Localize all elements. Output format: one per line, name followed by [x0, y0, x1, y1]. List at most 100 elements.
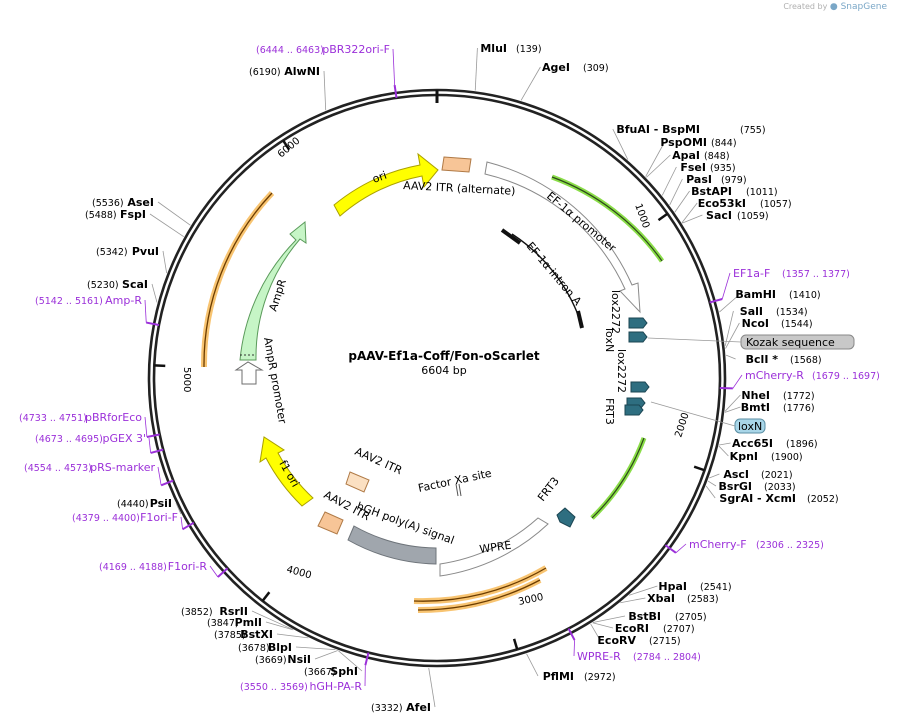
primer-site[interactable]: F1ori-F(4379 .. 4400) — [72, 511, 178, 524]
enzyme-position: (1900) — [771, 452, 803, 463]
primer-mark — [146, 321, 160, 326]
enzyme-leader — [724, 310, 734, 346]
primer-site[interactable]: pBR322ori-F(6444 .. 6463) — [256, 43, 390, 56]
lox2272-site-1[interactable] — [628, 317, 648, 329]
restriction-site[interactable]: BlpI(3678) — [238, 641, 292, 654]
snapgene-logo: ● SnapGene — [829, 2, 887, 12]
restriction-site[interactable]: XbaI(2583) — [647, 592, 718, 605]
enzyme-leader — [725, 354, 736, 360]
f1-ori-feature[interactable] — [259, 436, 314, 507]
intron-end-mark — [576, 310, 584, 329]
restriction-site[interactable]: PmlI(3847) — [207, 616, 262, 629]
restriction-site[interactable]: HpaI(2541) — [658, 580, 731, 593]
enzyme-name: BfuAI - BspMI — [616, 123, 700, 136]
restriction-site[interactable]: AscI(2021) — [723, 468, 792, 481]
restriction-site[interactable]: PsiI(4440) — [117, 497, 172, 510]
restriction-site[interactable]: KpnI(1900) — [730, 450, 803, 463]
enzyme-position: (6190) — [249, 67, 281, 78]
restriction-site[interactable]: MluI(139) — [480, 42, 541, 55]
enzyme-name: RsrII — [219, 605, 248, 618]
restriction-site[interactable]: BstAPI(1011) — [691, 185, 777, 198]
wpre-feature[interactable] — [439, 517, 549, 577]
restriction-site[interactable]: EcoRI(2707) — [615, 622, 695, 635]
restriction-site[interactable]: BfuAI - BspMI (755) — [616, 123, 765, 136]
primer-site[interactable]: EF1a-F(1357 .. 1377) — [733, 267, 850, 280]
restriction-site[interactable]: RsrII(3852) — [181, 605, 248, 618]
enzyme-position: (3785) — [214, 630, 246, 641]
enzyme-position: (2707) — [663, 624, 695, 635]
lox2272-site-2[interactable] — [630, 381, 650, 393]
restriction-site[interactable]: AseI(5536) — [92, 196, 154, 209]
primer-site[interactable]: F1ori-R(4169 .. 4188) — [99, 560, 207, 573]
enzyme-leader — [590, 623, 601, 641]
restriction-site[interactable]: SalI(1534) — [740, 305, 808, 318]
restriction-site[interactable]: PflMI(2972) — [543, 670, 616, 683]
restriction-site[interactable]: AgeI(309) — [542, 61, 609, 74]
enzyme-position: (5230) — [87, 280, 119, 291]
primer-site[interactable]: mCherry-R(1679 .. 1697) — [745, 369, 880, 382]
restriction-site[interactable]: EcoRV(2715) — [597, 634, 680, 647]
primer-site[interactable]: WPRE-R(2784 .. 2804) — [577, 650, 701, 663]
loxn-leader — [650, 401, 736, 427]
restriction-site[interactable]: SgrAI - XcmI(2052) — [719, 492, 838, 505]
frt3-site-2[interactable] — [556, 507, 576, 528]
restriction-site[interactable]: SacI(1059) — [706, 209, 769, 222]
green-orf-bottom[interactable] — [590, 437, 647, 520]
restriction-site[interactable]: FspI(5488) — [85, 208, 146, 221]
orange-orf-bottom-outer-line — [413, 567, 547, 602]
restriction-site[interactable]: Eco53kI(1057) — [698, 197, 792, 210]
enzyme-position: (139) — [516, 44, 542, 55]
primer-name: F1ori-F — [140, 511, 178, 524]
enzyme-leader — [719, 442, 731, 446]
restriction-site[interactable]: BsrGI(2033) — [719, 480, 796, 493]
enzyme-name: BstXI — [240, 628, 273, 641]
primer-site[interactable]: pRS-marker(4554 .. 4573) — [24, 461, 155, 474]
enzyme-position: (755) — [740, 125, 766, 136]
enzyme-leader — [276, 633, 309, 639]
loxn-site[interactable] — [628, 331, 648, 343]
restriction-site[interactable]: NsiI(3669) — [255, 653, 311, 666]
primer-site[interactable]: mCherry-F(2306 .. 2325) — [689, 538, 824, 551]
restriction-site[interactable]: Acc65I(1896) — [732, 437, 818, 450]
ruler-tick-6000 — [282, 139, 291, 151]
enzyme-name: XbaI — [647, 592, 675, 605]
ef1a-promoter-feature[interactable] — [484, 161, 641, 314]
enzyme-name: PspOMI — [660, 136, 707, 149]
frt3-site-1b[interactable] — [624, 404, 644, 416]
primer-site[interactable]: Amp-R(5142 .. 5161) — [35, 294, 142, 307]
restriction-site[interactable]: BamHI(1410) — [735, 288, 820, 301]
restriction-site[interactable]: BstXI(3785) — [214, 628, 273, 641]
aav2-itr-box-2[interactable] — [317, 511, 344, 535]
restriction-site[interactable]: SphI(3667) — [304, 665, 358, 678]
restriction-site[interactable]: BstBI(2705) — [628, 610, 706, 623]
restriction-site[interactable]: ApaI(848) — [672, 149, 729, 162]
restriction-site[interactable]: AlwNI(6190) — [249, 65, 320, 78]
enzyme-position: (1896) — [786, 439, 818, 450]
enzyme-leader — [428, 667, 436, 708]
hgh-polya-feature[interactable] — [347, 525, 437, 565]
ampr-feature[interactable] — [239, 220, 307, 361]
enzyme-leader — [669, 178, 683, 206]
ampr-promoter-feature[interactable] — [234, 361, 264, 385]
restriction-site[interactable]: AfeI(3332) — [371, 701, 431, 714]
restriction-site[interactable]: NcoI(1544) — [742, 317, 813, 330]
primer-site[interactable]: pGEX 3'(4673 .. 4695) — [35, 432, 146, 445]
aav2-itr-box-1[interactable] — [345, 471, 370, 493]
restriction-site[interactable]: ScaI(5230) — [87, 278, 148, 291]
factor-xa-mark-a — [455, 483, 459, 497]
primer-name: pRS-marker — [90, 461, 155, 474]
restriction-site[interactable]: BmtI(1776) — [741, 401, 815, 414]
restriction-site[interactable]: PspOMI(844) — [660, 136, 736, 149]
ori-feature[interactable] — [333, 152, 439, 217]
aav2-itr-alternate-feature[interactable] — [441, 156, 472, 173]
restriction-site[interactable]: FseI(935) — [680, 161, 735, 174]
enzyme-name: AseI — [127, 196, 154, 209]
primer-range: (1679 .. 1697) — [812, 371, 880, 382]
restriction-site[interactable]: PvuI(5342) — [96, 245, 159, 258]
restriction-site[interactable]: NheI(1772) — [741, 389, 814, 402]
restriction-site[interactable]: PasI(979) — [686, 173, 746, 186]
restriction-site[interactable]: BclI *(1568) — [746, 353, 822, 366]
primer-site[interactable]: pBRforEco(4733 .. 4751) — [19, 411, 142, 424]
primer-leader — [157, 466, 162, 486]
primer-site[interactable]: hGH-PA-R(3550 .. 3569) — [240, 680, 362, 693]
